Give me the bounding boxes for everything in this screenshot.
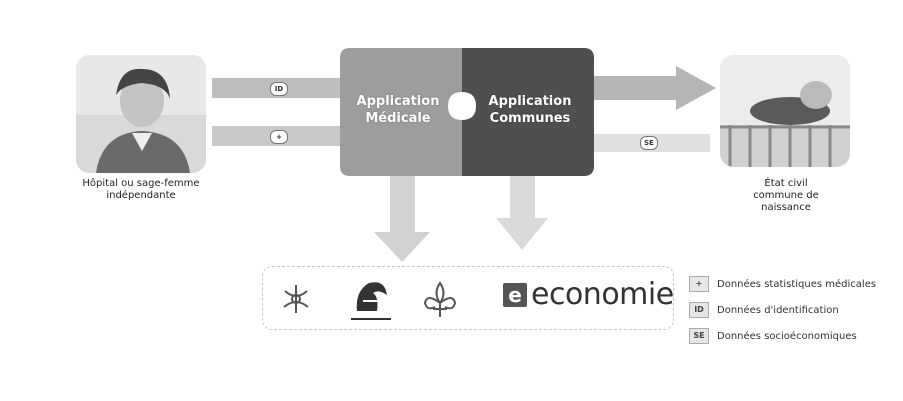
- legend-symbol: SE: [689, 328, 709, 344]
- economie-logo: e economie: [503, 277, 674, 312]
- legend-symbol: ID: [689, 302, 709, 318]
- legend-symbol: +: [689, 276, 709, 292]
- etat-civil-photo: [720, 55, 850, 167]
- legend-item-socioeconomic: SE Données socioéconomiques: [689, 328, 857, 344]
- legend-label: Données socioéconomiques: [717, 330, 857, 342]
- brussels-iris-icon: [283, 285, 309, 313]
- economie-logo-text: economie: [531, 277, 674, 312]
- arrow-down-left: [374, 175, 430, 262]
- fleur-de-lis-icon: [423, 281, 457, 317]
- etat-civil-caption: État civil commune de naissance: [753, 178, 819, 213]
- badge-med: +: [270, 130, 288, 144]
- puzzle-piece-communes: [462, 48, 594, 176]
- hospital-caption: Hôpital ou sage-femme indépendante: [82, 178, 200, 201]
- app-communes-label: Application Communes: [488, 94, 572, 126]
- partner-logos: e economie: [262, 266, 674, 330]
- economie-mark-icon: e: [503, 282, 527, 307]
- baby-crib-icon: [720, 55, 850, 167]
- badge-id: ID: [270, 82, 288, 96]
- app-medical-label: Application Médicale: [356, 94, 440, 126]
- arrow-to-etat-civil: [580, 66, 716, 110]
- legend-item-identification: ID Données d'identification: [689, 302, 839, 318]
- legend-label: Données d'identification: [717, 304, 839, 316]
- arrow-down-right: [496, 175, 548, 250]
- woman-portrait-icon: [76, 55, 206, 173]
- puzzle-piece-medical: [340, 48, 462, 176]
- legend-label: Données statistiques médicales: [717, 278, 877, 290]
- badge-se: SE: [640, 136, 658, 150]
- legend-item-medical: + Données statistiques médicales: [689, 276, 876, 292]
- wallonia-rooster-icon: [351, 282, 391, 320]
- hospital-photo: [76, 55, 206, 173]
